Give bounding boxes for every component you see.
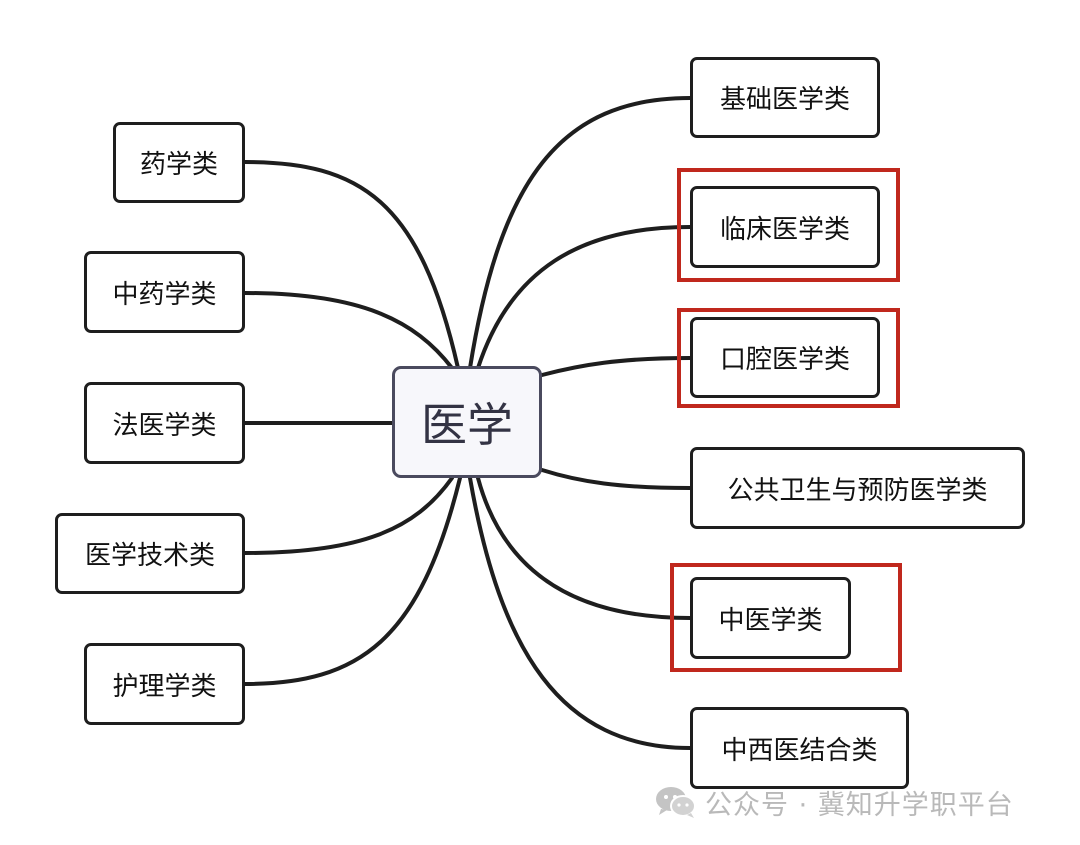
- wechat-icon: [656, 787, 696, 818]
- node-integrated-medicine[interactable]: 中西医结合类: [690, 707, 909, 789]
- connector-line: [540, 356, 692, 377]
- highlight-frame: [677, 308, 900, 408]
- connector-line: [468, 476, 692, 750]
- node-forensic-medicine[interactable]: 法医学类: [84, 382, 245, 464]
- connector-line: [540, 468, 692, 490]
- node-medical-technology[interactable]: 医学技术类: [55, 513, 245, 594]
- connector-line: [243, 476, 462, 686]
- highlight-frame: [670, 563, 902, 672]
- node-public-health[interactable]: 公共卫生与预防医学类: [690, 447, 1025, 529]
- node-traditional-chinese-medicine[interactable]: 中医学类: [690, 577, 851, 659]
- center-node[interactable]: 医学: [392, 366, 542, 478]
- node-stomatology[interactable]: 口腔医学类: [690, 317, 880, 398]
- connector-line: [243, 291, 454, 370]
- node-nursing[interactable]: 护理学类: [84, 643, 245, 725]
- watermark: 公众号 · 冀知升学职平台: [655, 782, 1014, 822]
- connector-line: [243, 160, 460, 370]
- watermark-text: 公众号 · 冀知升学职平台: [705, 789, 1014, 821]
- connector-line: [476, 225, 692, 370]
- node-chinese-pharmacy[interactable]: 中药学类: [84, 251, 245, 333]
- node-basic-medicine[interactable]: 基础医学类: [690, 57, 880, 138]
- connector-line: [476, 476, 692, 620]
- connector-line: [243, 476, 454, 555]
- connector-line: [468, 96, 692, 370]
- node-pharmacy[interactable]: 药学类: [113, 122, 245, 203]
- node-clinical-medicine[interactable]: 临床医学类: [690, 186, 880, 268]
- highlight-frame: [677, 168, 900, 282]
